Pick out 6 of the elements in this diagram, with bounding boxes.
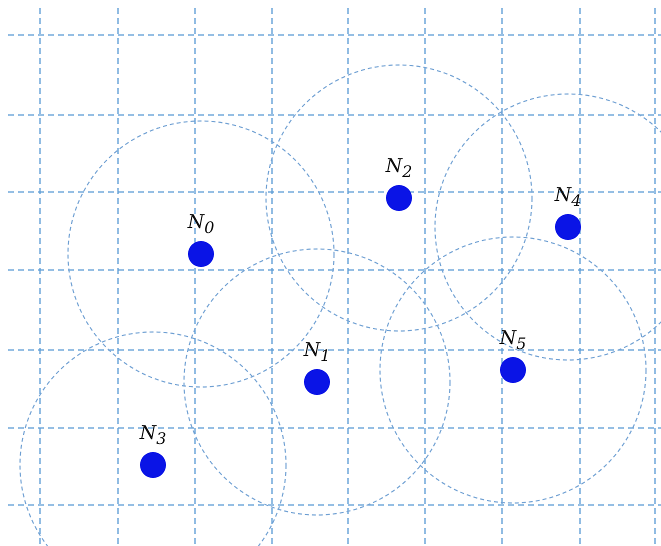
- node-label: N$_{2}$: [384, 154, 414, 183]
- node-label: N$_{4}$: [553, 183, 582, 212]
- node-label: N$_{0}$: [186, 210, 216, 239]
- node-label: N$_{5}$: [498, 326, 528, 355]
- node-label: N$_{1}$: [302, 338, 332, 367]
- node-label: N$_{3}$: [138, 421, 168, 450]
